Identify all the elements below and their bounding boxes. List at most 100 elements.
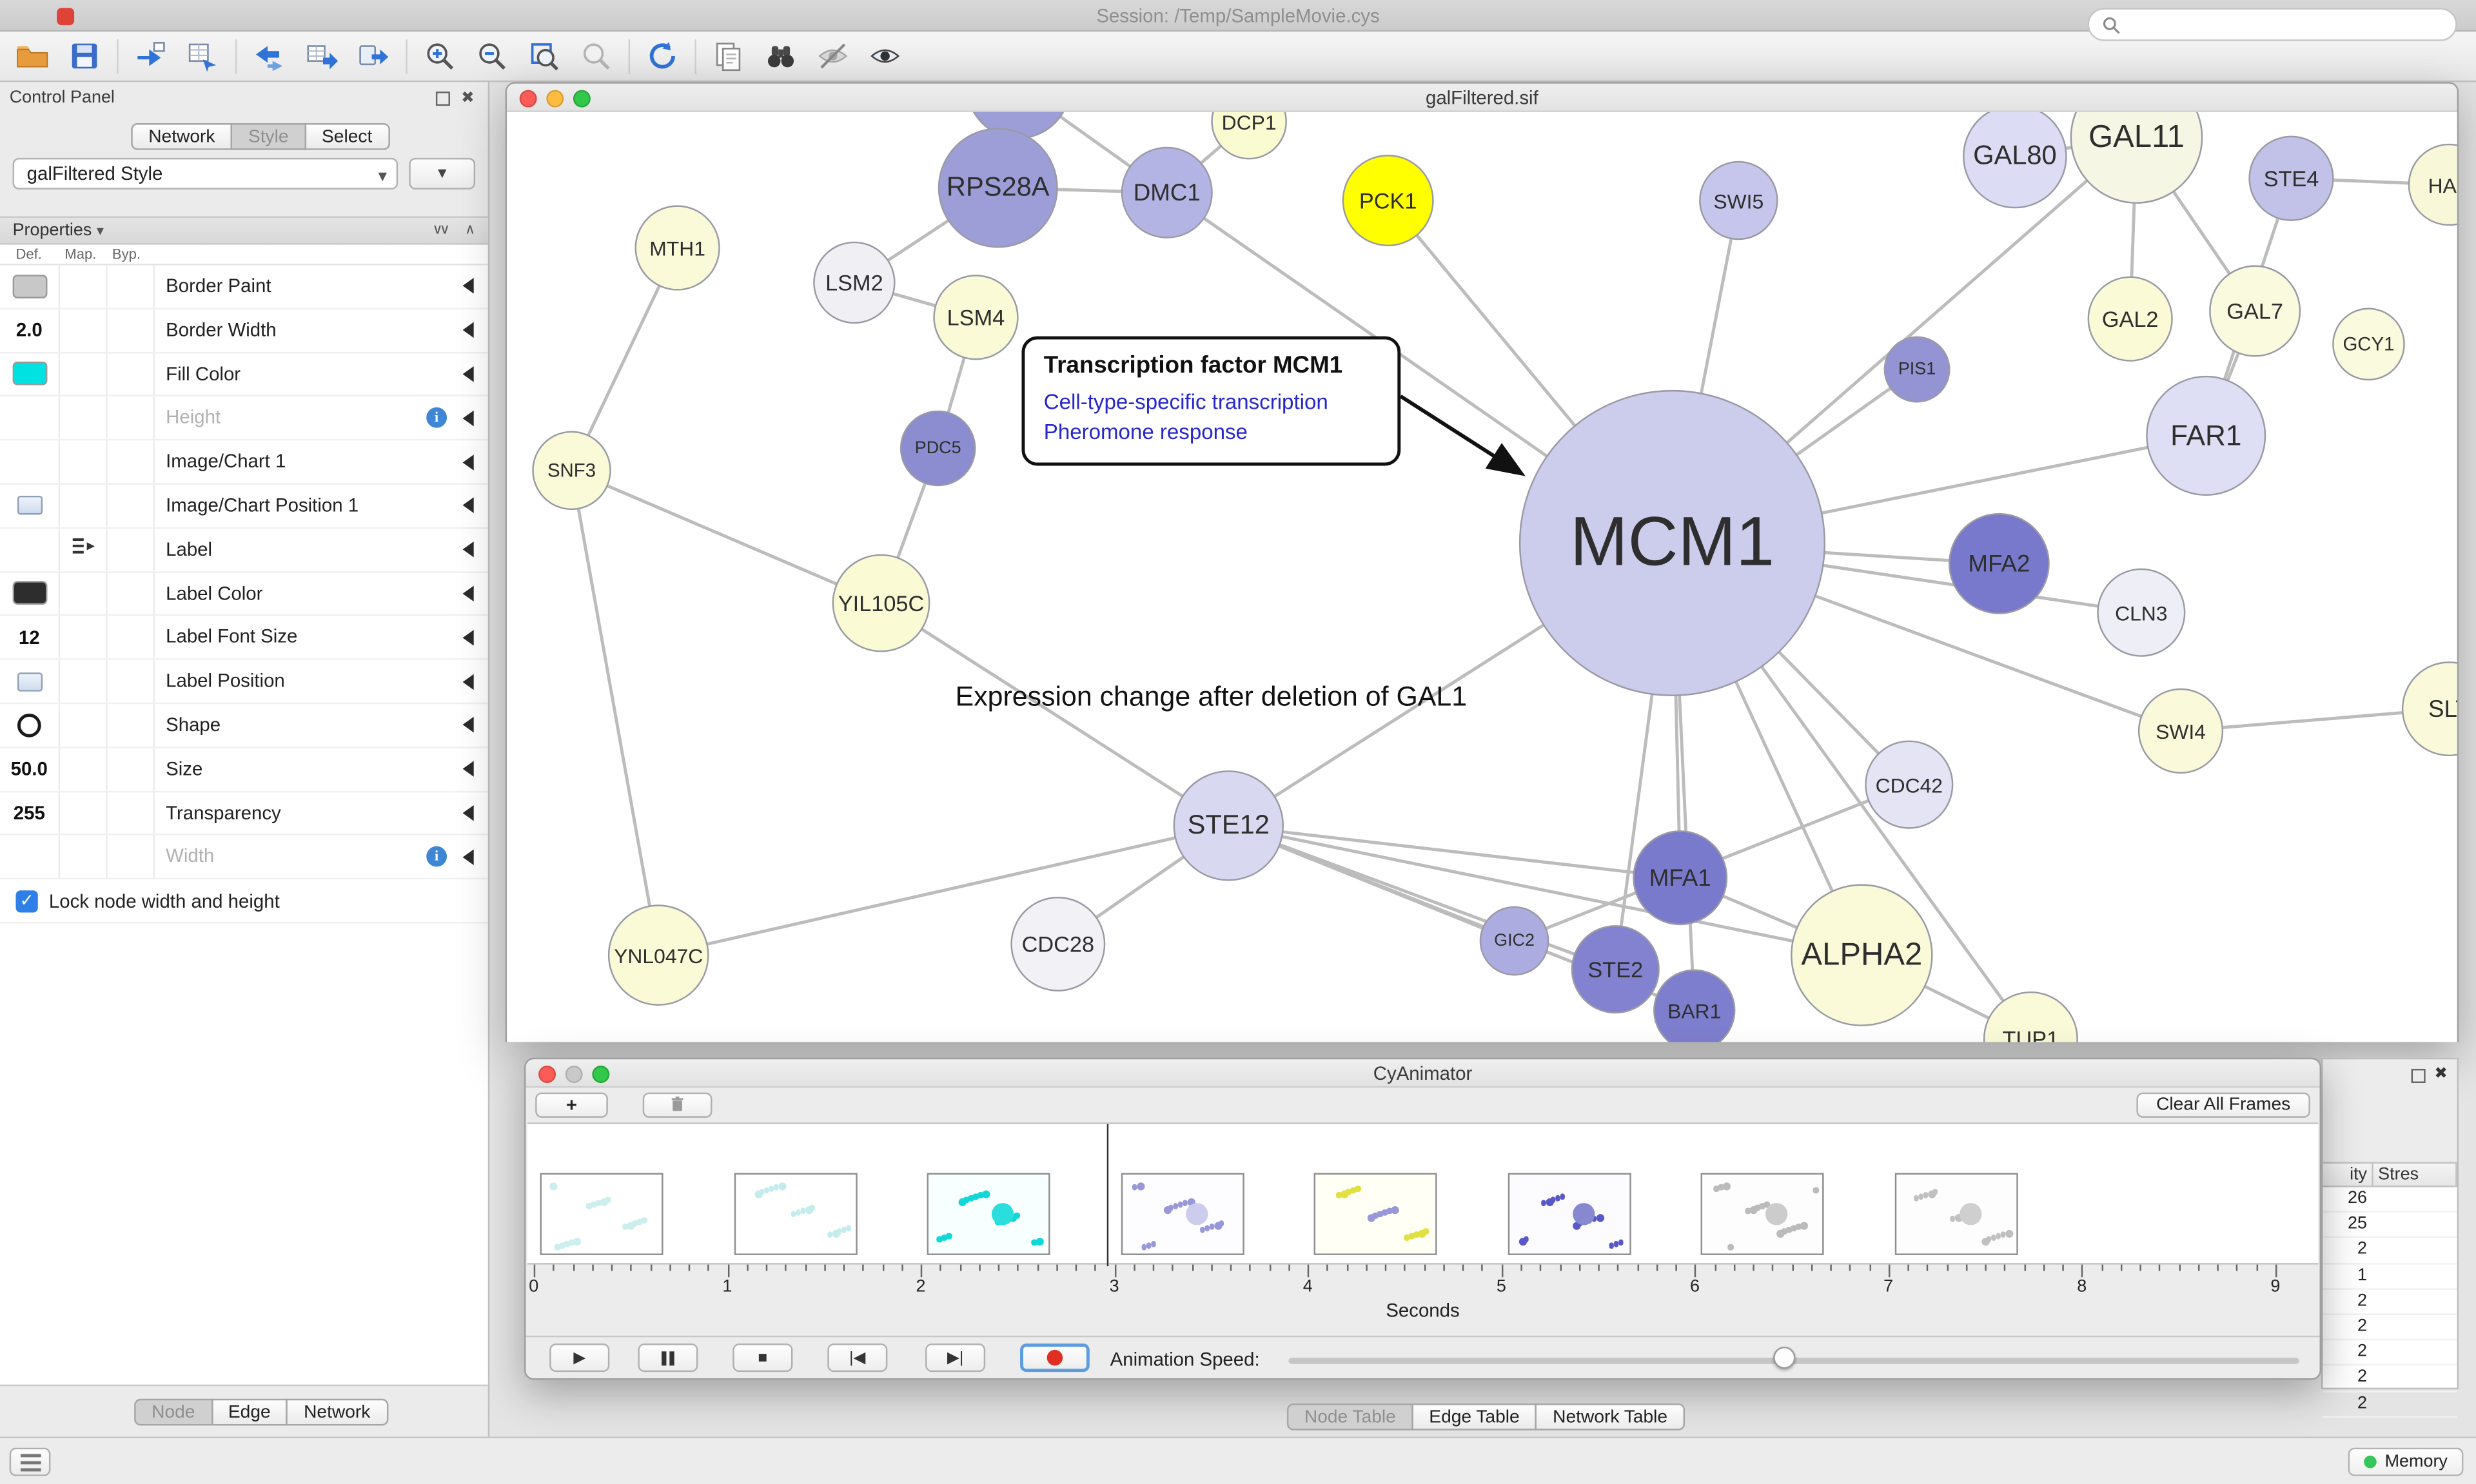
position-icon[interactable] xyxy=(16,496,42,516)
bypass-cell[interactable] xyxy=(108,309,155,352)
minimize-window-icon[interactable] xyxy=(565,1066,583,1084)
color-swatch[interactable] xyxy=(12,581,47,606)
property-row-image-chart-position-1[interactable]: Image/Chart Position 1 xyxy=(0,484,488,529)
table-row[interactable]: 2 xyxy=(2323,1238,2457,1264)
close-window-icon[interactable] xyxy=(538,1066,556,1084)
close-table-icon[interactable]: ✖ xyxy=(2434,1066,2448,1084)
expand-left-icon[interactable] xyxy=(462,278,474,295)
float-panel-icon[interactable] xyxy=(435,92,450,106)
table-row[interactable]: 2 xyxy=(2323,1289,2457,1315)
style-options-button[interactable]: ▾ xyxy=(409,157,476,190)
speed-slider-knob[interactable] xyxy=(1773,1346,1795,1369)
zoom-fit-icon[interactable] xyxy=(524,36,564,75)
open-session-icon[interactable] xyxy=(13,36,52,75)
expand-left-icon[interactable] xyxy=(462,410,474,426)
tab-style[interactable]: Style xyxy=(231,123,306,150)
node-cdc42[interactable]: CDC42 xyxy=(1865,740,1954,829)
mapping-cell[interactable] xyxy=(60,748,108,790)
mapping-cell[interactable] xyxy=(60,528,108,571)
mapping-cell[interactable] xyxy=(60,353,108,396)
bypass-cell[interactable] xyxy=(108,484,155,527)
bypass-cell[interactable] xyxy=(108,265,155,308)
node-lsm4[interactable]: LSM4 xyxy=(933,275,1019,360)
export-network-icon[interactable] xyxy=(250,36,289,75)
frame-thumbnail-3[interactable] xyxy=(1120,1173,1244,1255)
import-table-icon[interactable] xyxy=(183,36,222,75)
expand-left-icon[interactable] xyxy=(462,761,474,777)
mapping-cell[interactable] xyxy=(60,835,108,879)
mapping-cell[interactable] xyxy=(60,572,108,615)
annotation-icon[interactable] xyxy=(709,36,749,75)
node-gal80[interactable]: GAL80 xyxy=(1963,112,2067,209)
tab-network-table[interactable]: Network Table xyxy=(1535,1403,1685,1430)
node-far1[interactable]: FAR1 xyxy=(2146,375,2266,496)
frame-thumbnail-6[interactable] xyxy=(1701,1173,1825,1255)
table-row[interactable]: 2 xyxy=(2323,1392,2457,1418)
table-row[interactable]: 25 xyxy=(2323,1213,2457,1238)
task-history-button[interactable] xyxy=(9,1447,51,1476)
delete-frame-button[interactable] xyxy=(642,1092,712,1118)
mapping-cell[interactable] xyxy=(60,396,108,440)
bypass-cell[interactable] xyxy=(108,616,155,659)
table-col-stres[interactable]: Stres xyxy=(2373,1162,2457,1187)
zoom-in-icon[interactable] xyxy=(420,36,459,75)
lock-size-row[interactable]: ✓ Lock node width and height xyxy=(0,879,488,924)
default-value-cell[interactable]: 12 xyxy=(0,616,61,659)
node-rps28a[interactable]: RPS28A xyxy=(938,128,1058,248)
tab-select[interactable]: Select xyxy=(304,123,390,150)
bypass-cell[interactable] xyxy=(108,396,155,440)
search-input[interactable] xyxy=(2128,13,2443,36)
bypass-cell[interactable] xyxy=(108,528,155,571)
table-row[interactable]: 26 xyxy=(2323,1187,2457,1213)
node-lsm2[interactable]: LSM2 xyxy=(813,241,896,324)
frame-thumbnail-0[interactable] xyxy=(540,1173,663,1255)
node-ste2[interactable]: STE2 xyxy=(1571,925,1660,1014)
frame-thumbnail-5[interactable] xyxy=(1508,1173,1631,1255)
frames-timeline[interactable] xyxy=(527,1122,2319,1267)
node-snf3[interactable]: SNF3 xyxy=(532,431,611,511)
default-value-cell[interactable] xyxy=(0,484,61,527)
node-ynl047c[interactable]: YNL047C xyxy=(607,904,709,1006)
next-frame-button[interactable]: ▶| xyxy=(925,1343,986,1372)
node-gal7[interactable]: GAL7 xyxy=(2209,265,2301,357)
node-mfa1[interactable]: MFA1 xyxy=(1633,830,1728,926)
node-cln3[interactable]: CLN3 xyxy=(2097,568,2186,657)
table-row[interactable]: 2 xyxy=(2323,1315,2457,1341)
default-value-cell[interactable]: 255 xyxy=(0,792,61,834)
property-row-label-color[interactable]: Label Color xyxy=(0,572,488,617)
pause-button[interactable] xyxy=(638,1343,698,1372)
collapse-all-icon[interactable]: ∨∨ xyxy=(432,220,451,237)
property-row-label[interactable]: Label xyxy=(0,528,488,572)
bypass-cell[interactable] xyxy=(108,748,155,790)
expand-left-icon[interactable] xyxy=(462,673,474,690)
bypass-cell[interactable] xyxy=(108,440,155,483)
default-value-cell[interactable] xyxy=(0,835,61,879)
clear-all-frames-button[interactable]: Clear All Frames xyxy=(2136,1092,2310,1118)
bypass-cell[interactable] xyxy=(108,704,155,747)
property-row-shape[interactable]: Shape xyxy=(0,704,488,748)
mapping-cell[interactable] xyxy=(60,440,108,483)
style-select[interactable]: galFiltered Style ▾ xyxy=(12,157,398,190)
mapping-cell[interactable] xyxy=(60,265,108,308)
frame-thumbnail-4[interactable] xyxy=(1314,1173,1438,1255)
table-row[interactable]: 2 xyxy=(2323,1340,2457,1367)
mapping-cell[interactable] xyxy=(60,792,108,834)
annotation-link-1[interactable]: Cell-type-specific transcription xyxy=(1043,389,1328,414)
table-row[interactable]: 2 xyxy=(2323,1366,2457,1392)
mapping-cell[interactable] xyxy=(60,484,108,527)
annotation-link-2[interactable]: Pheromone response xyxy=(1043,420,1248,444)
info-icon[interactable]: i xyxy=(426,407,447,429)
node-gal2[interactable]: GAL2 xyxy=(2087,276,2173,362)
default-value-cell[interactable]: 2.0 xyxy=(0,309,61,352)
node-mcm1[interactable]: MCM1 xyxy=(1518,389,1826,697)
node-ste4[interactable]: STE4 xyxy=(2248,135,2334,221)
property-row-border-paint[interactable]: Border Paint xyxy=(0,265,488,309)
prev-frame-button[interactable]: |◀ xyxy=(827,1343,888,1372)
node-gic2[interactable]: GIC2 xyxy=(1479,906,1549,976)
zoom-window-icon[interactable] xyxy=(592,1066,610,1084)
bypass-cell[interactable] xyxy=(108,660,155,703)
network-canvas[interactable]: RPS28ADCP1DMC1PCK1SWI5GAL80GAL11STE4HAPM… xyxy=(507,112,2457,1042)
minimize-window-icon[interactable] xyxy=(546,90,564,108)
